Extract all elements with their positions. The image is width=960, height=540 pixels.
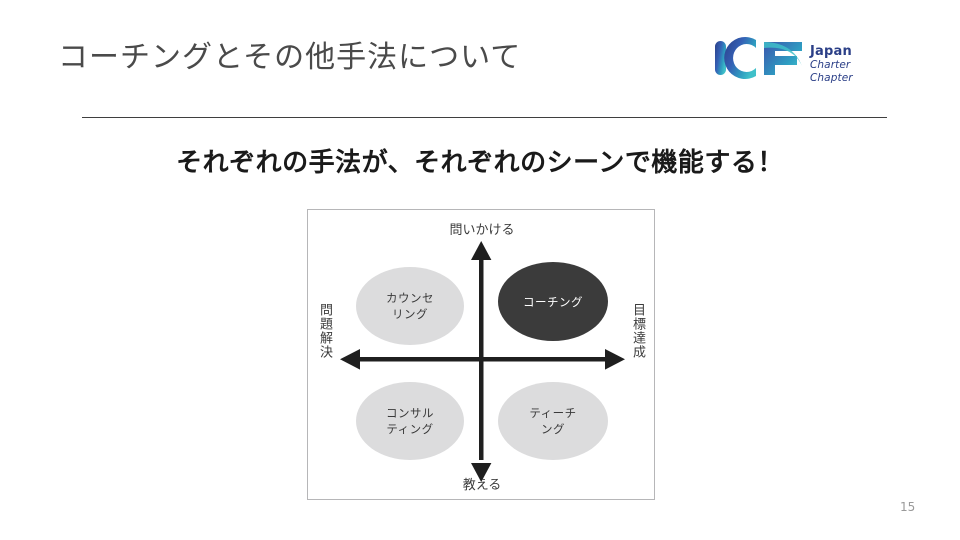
bubble-teaching[interactable]: ティーチ ング: [498, 382, 608, 460]
bubble-teaching-line1: ティーチ: [529, 406, 577, 420]
bubble-teaching-line2: ング: [541, 422, 565, 436]
title-divider: [82, 117, 887, 118]
page-title: コーチングとその他手法について: [58, 40, 522, 75]
bubble-consulting[interactable]: コンサル ティング: [356, 382, 464, 460]
axis-cross-arrows-icon: [340, 241, 625, 482]
quadrant-matrix-inner: 問いかける 教える 問題解決 目標達成 カウンセ: [308, 210, 654, 499]
bubble-coaching-line1: コーチング: [523, 294, 583, 309]
lead-statement: それぞれの手法が、それぞれのシーンで機能する！: [176, 148, 784, 178]
quadrant-matrix: 問いかける 教える 問題解決 目標達成 カウンセ: [307, 209, 655, 500]
axis-label-right: 目標達成: [630, 303, 645, 359]
bubble-counseling[interactable]: カウンセ リング: [356, 267, 464, 345]
bubble-consulting-line1: コンサル: [386, 406, 434, 420]
axis-label-left: 問題解決: [317, 303, 332, 359]
axis-label-bottom: 教える: [462, 478, 502, 493]
bubble-counseling-line1: カウンセ: [386, 291, 434, 305]
logo-wordmark: Japan Charter Chapter: [810, 44, 894, 85]
bubble-consulting-line2: ティング: [386, 422, 434, 436]
axis-label-top: 問いかける: [449, 223, 515, 238]
bubble-coaching[interactable]: コーチング: [498, 262, 608, 341]
logo-japan-text: Japan: [810, 44, 852, 59]
logo-charter-chapter-text: Charter Chapter: [810, 59, 853, 84]
bubble-counseling-line2: リング: [392, 307, 428, 321]
icf-japan-logo: Japan Charter Chapter: [712, 36, 892, 84]
page-number: 15: [900, 500, 916, 514]
icf-logo-icon: [715, 37, 802, 80]
